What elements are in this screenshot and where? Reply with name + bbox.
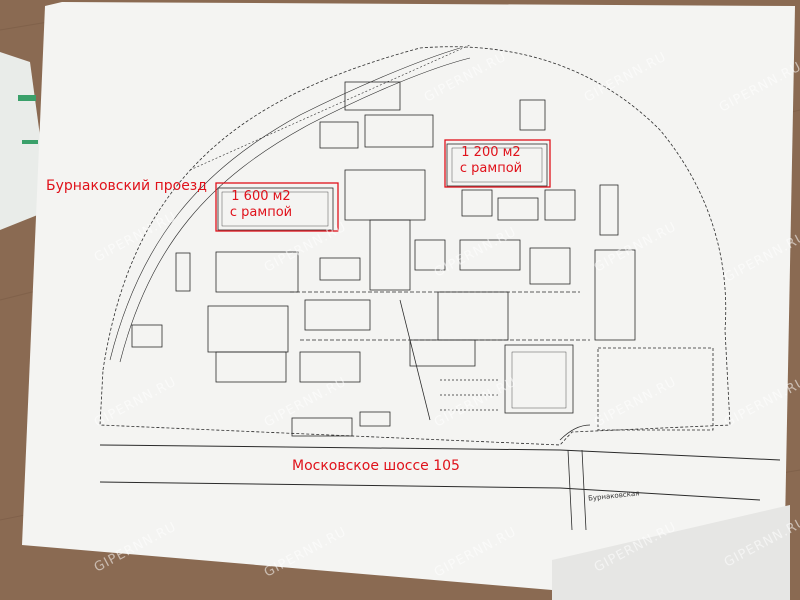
building-unit-1200-inner — [451, 147, 543, 183]
building-large-south-inner — [511, 351, 567, 409]
building-east-1 — [594, 249, 636, 341]
site-plan — [99, 44, 781, 531]
building-12 — [319, 257, 361, 281]
paper-fold — [552, 505, 790, 600]
building-18 — [519, 99, 546, 131]
brochure-logo — [18, 95, 36, 101]
parking-rows — [440, 379, 500, 411]
building-15 — [409, 339, 476, 367]
paper-sheet — [22, 2, 795, 590]
road-internal-3 — [399, 299, 431, 421]
site-boundary — [99, 46, 731, 446]
main-road-edge-1 — [99, 444, 781, 461]
building-unit-1200 — [446, 143, 548, 187]
building-19 — [291, 417, 353, 437]
side-road — [567, 449, 587, 531]
building-unit-1600-inner — [221, 191, 329, 227]
building-large-south — [504, 344, 574, 414]
road-curve — [559, 424, 591, 441]
building-16 — [131, 324, 163, 348]
brochure-stripe — [22, 140, 38, 144]
railway-line-2 — [119, 57, 471, 363]
building-1 — [364, 114, 434, 148]
building-8 — [529, 247, 571, 285]
building-3 — [344, 81, 401, 111]
building-11 — [414, 239, 446, 271]
building-7 — [459, 239, 521, 271]
building-west-3 — [215, 351, 287, 383]
unit-label-1200: 1 200 м2 с рампой — [455, 145, 527, 177]
building-20 — [359, 411, 391, 427]
building-2 — [319, 121, 359, 149]
building-unit-1600 — [217, 187, 334, 231]
building-14 — [497, 197, 539, 221]
building-5 — [299, 351, 361, 383]
railway-line-1 — [109, 47, 461, 361]
building-13 — [461, 189, 493, 217]
road-label-south: Московское шоссе 105 — [292, 458, 460, 474]
railway-line-3 — [189, 44, 471, 171]
building-west-1 — [215, 251, 299, 293]
parking-east — [597, 347, 714, 431]
unit-feature-1600: с рампой — [229, 205, 293, 220]
unit-label-1600: 1 600 м2 с рампой — [228, 189, 294, 221]
unit-area-1600: 1 600 м2 — [231, 189, 291, 204]
highlight-box-1200 — [444, 139, 551, 188]
building-central-annex — [369, 219, 411, 291]
unit-area-1200: 1 200 м2 — [461, 145, 521, 160]
main-road-edge-2 — [99, 481, 761, 501]
building-10 — [599, 184, 619, 236]
unit-feature-1200: с рампой — [459, 161, 523, 176]
building-9 — [544, 189, 576, 221]
road-label-north: Бурнаковский проезд — [46, 178, 207, 194]
building-4 — [304, 299, 371, 331]
building-17 — [175, 252, 191, 292]
highlight-box-1600 — [215, 182, 339, 232]
